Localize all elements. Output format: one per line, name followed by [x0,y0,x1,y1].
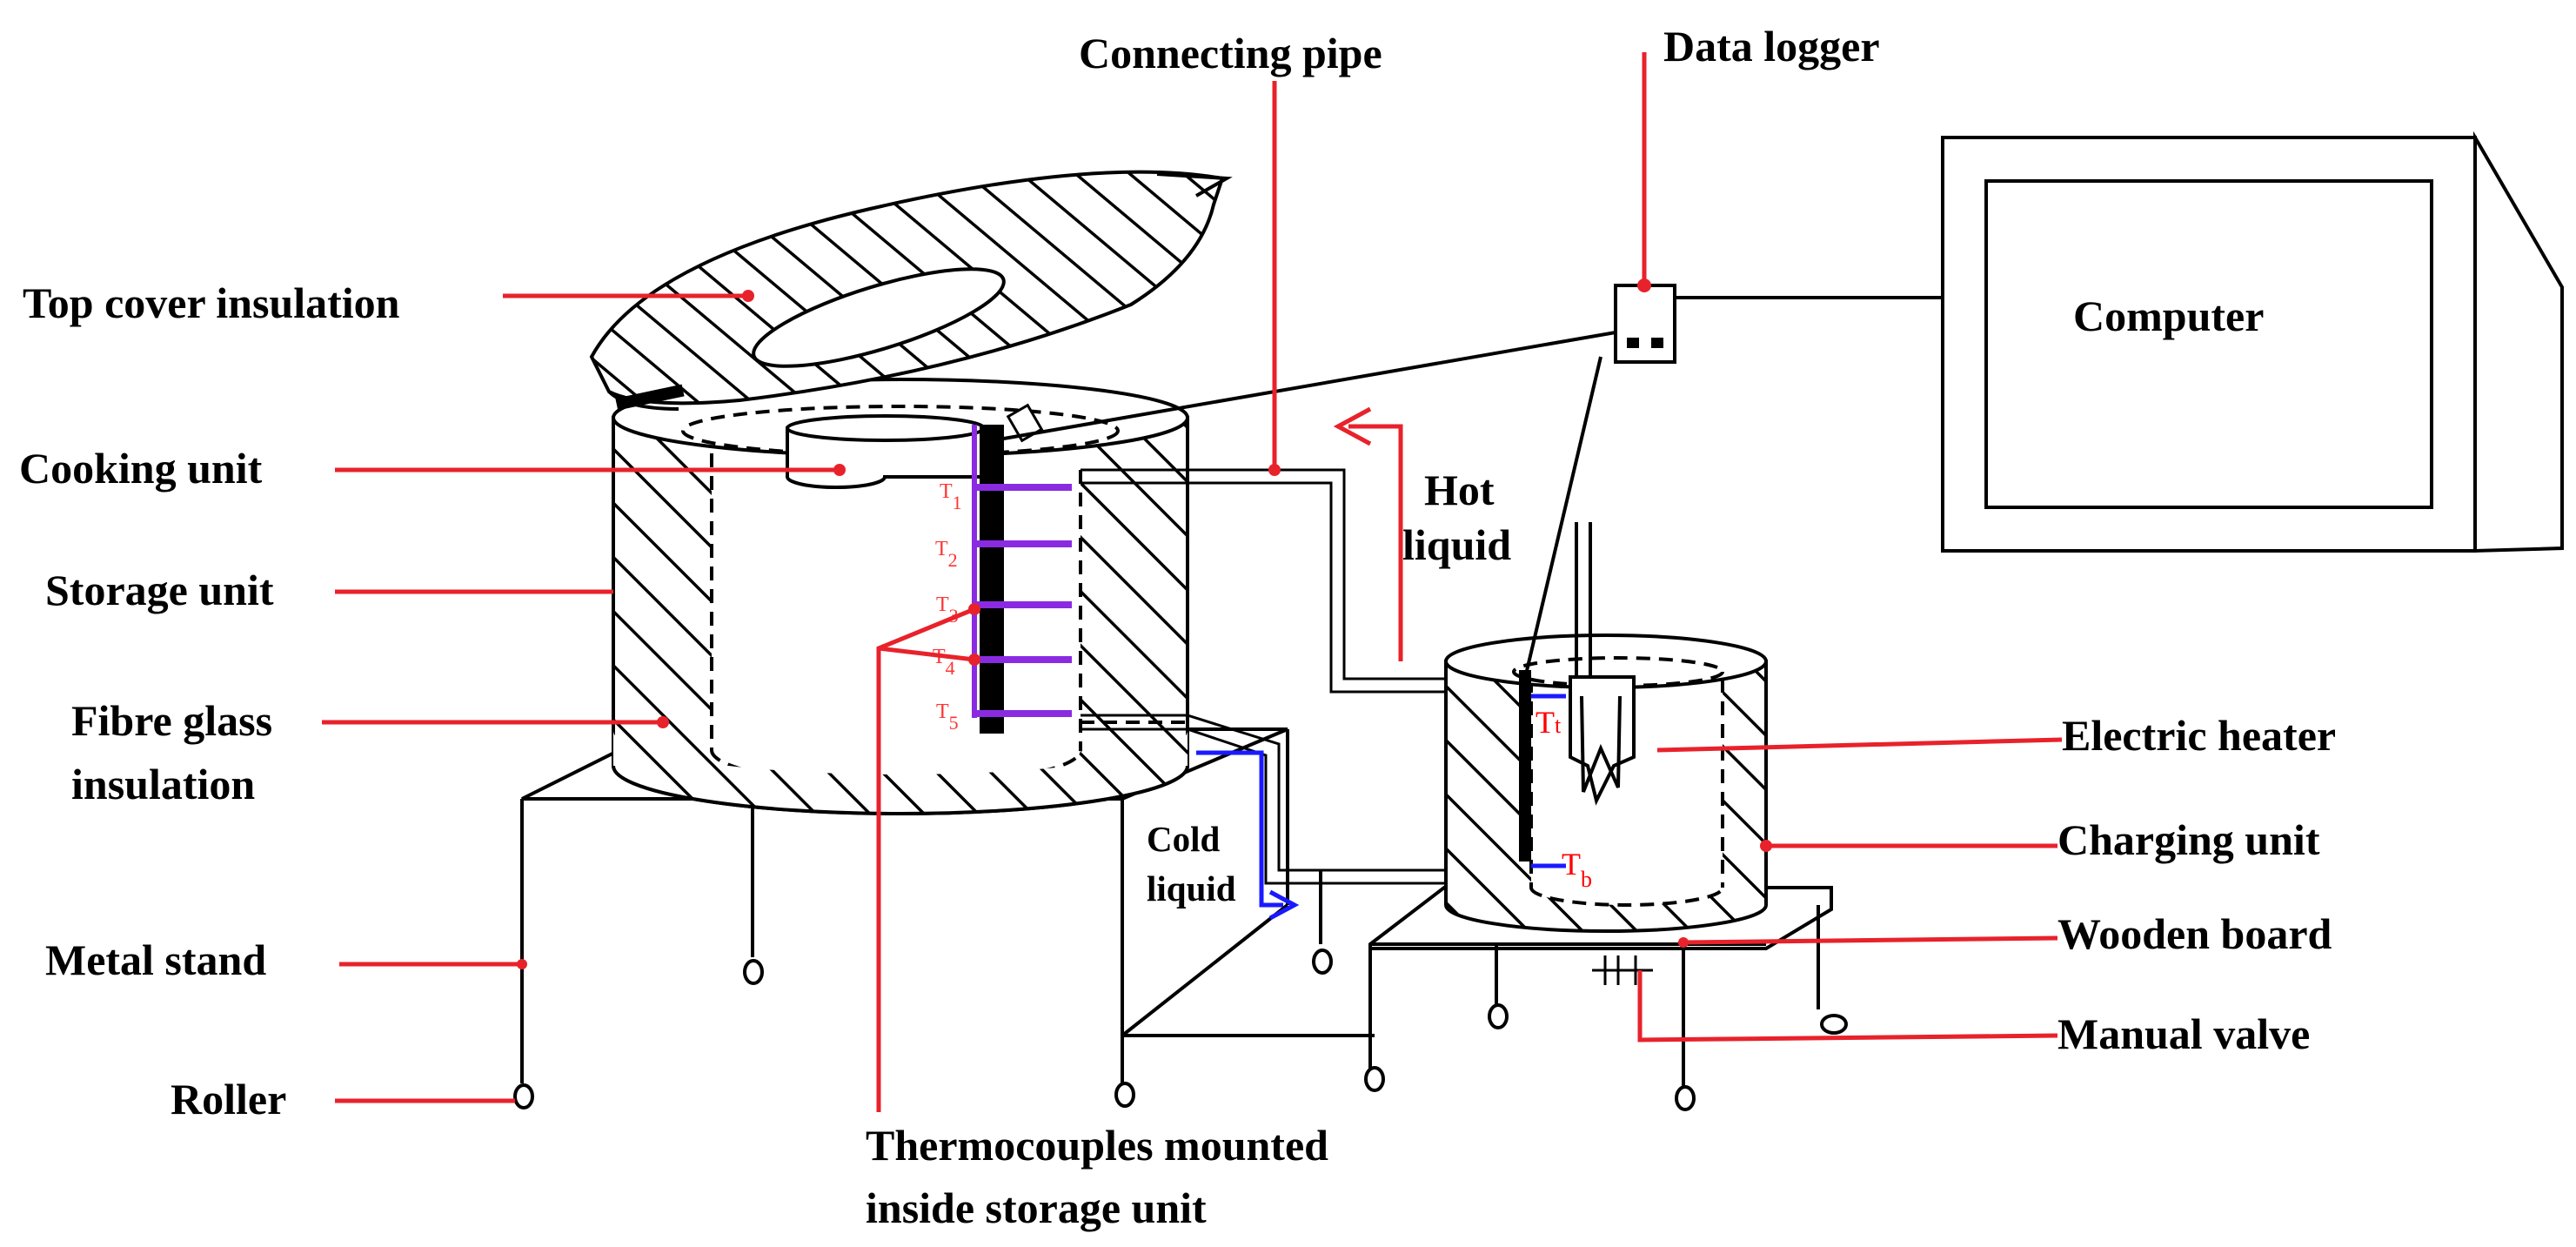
cooking-unit-pot [786,414,986,489]
cold-liquid-arrow [1196,750,1300,921]
tc-label-1: T1 [940,480,962,513]
label-wooden-board: Wooden board [2057,909,2332,958]
hot-liquid-arrow [1333,406,1403,661]
label-computer: Computer [2073,292,2264,340]
thermocouple-labels: T1 T2 T3 T4 T5 [933,480,962,734]
electric-heater [1569,522,1636,806]
roller-wheel [1675,1085,1696,1111]
top-cover [589,170,1233,411]
tc-label-2: T2 [935,538,958,571]
charging-unit [1444,522,1768,933]
label-charging-unit: Charging unit [2057,815,2320,864]
label-storage-unit: Storage unit [45,566,274,614]
roller-wheel [743,959,764,985]
label-thermocouples-line1: Thermocouples mounted [866,1121,1328,1170]
logger-cable-charging [1524,356,1602,675]
leader-lines [322,52,2063,1112]
roller-wheel [1114,1082,1135,1108]
label-cold-liquid-line2: liquid [1147,868,1236,908]
data-logger [1614,284,1676,364]
label-connecting-pipe: Connecting pipe [1079,29,1382,77]
label-hot-liquid-line2: liquid [1402,520,1511,569]
roller-wheel [1820,1014,1848,1035]
thermocouple-rack [972,403,1072,734]
thermocouple-rod [980,425,1004,734]
label-manual-valve: Manual valve [2057,1009,2310,1058]
computer [1941,131,2564,553]
connecting-pipe [1081,468,1444,885]
labels: Top cover insulation Cooking unit Storag… [19,22,2336,1232]
tb-label: Tb [1562,847,1592,892]
label-thermocouples-line2: inside storage unit [866,1183,1207,1232]
label-cooking-unit: Cooking unit [19,444,263,493]
label-data-logger: Data logger [1663,22,1880,70]
label-fibre-glass-line2: insulation [71,760,255,808]
label-fibre-glass-line1: Fibre glass [71,696,272,745]
label-roller: Roller [171,1075,286,1123]
roller-wheel [1312,949,1333,975]
roller-wheel [1488,1003,1509,1029]
label-electric-heater: Electric heater [2062,711,2336,760]
label-cold-liquid-line1: Cold [1147,819,1221,859]
label-top-cover-insulation: Top cover insulation [23,278,400,327]
tt-label: Tt [1536,705,1562,740]
label-hot-liquid-line1: Hot [1424,466,1495,514]
lid-hinge [615,384,685,411]
roller-wheel [1364,1066,1385,1092]
tc-label-3: T3 [936,593,959,627]
roller-wheel [513,1083,534,1110]
charging-probe [1519,670,1531,862]
tc-label-5: T5 [936,701,959,734]
label-metal-stand: Metal stand [45,935,266,984]
manual-valve [1592,955,1653,985]
